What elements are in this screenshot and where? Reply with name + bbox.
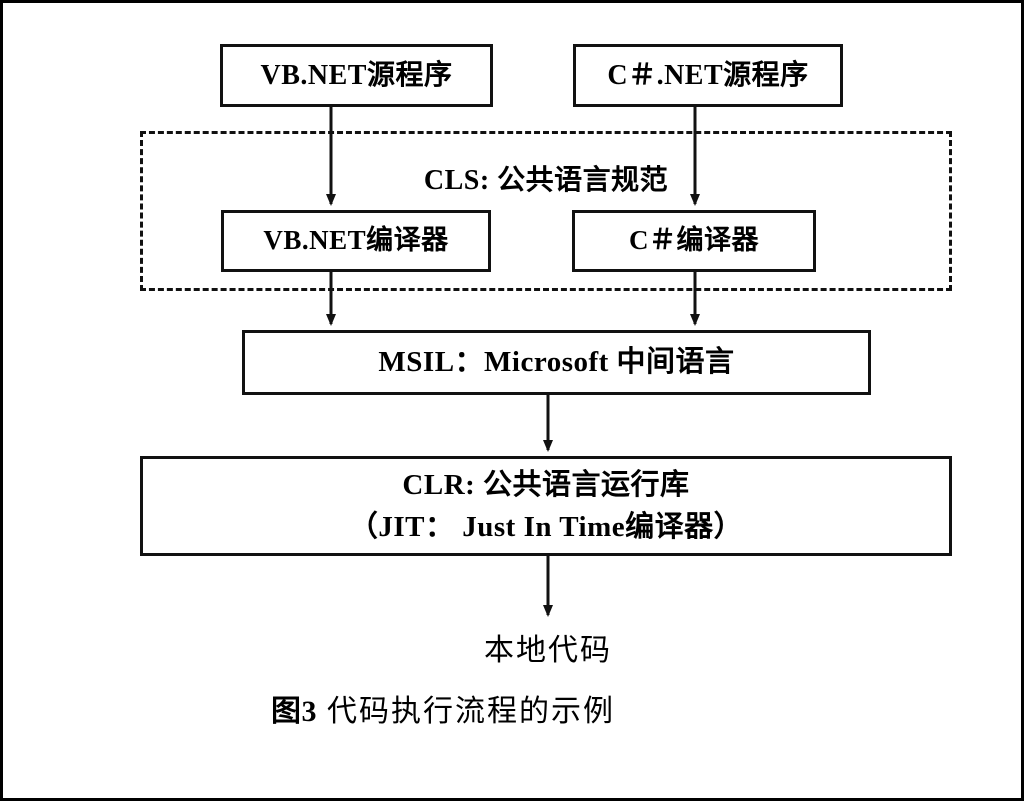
cls-dashed-region (140, 131, 952, 291)
node-vb-net-compiler[interactable]: VB.NET编译器 (221, 210, 491, 272)
node-native-code: 本地代码 (484, 634, 612, 667)
node-vb-net-source[interactable]: VB.NET源程序 (220, 44, 493, 107)
node-msil[interactable]: MSIL：Microsoft 中间语言 (242, 330, 871, 395)
figure-caption-text: 代码执行流程的示例 (327, 695, 615, 728)
figure-number: 图3 (271, 695, 317, 728)
node-label-line-2: （JIT： Just In Time编译器） (348, 511, 744, 543)
diagram-canvas: CLS: 公共语言规范 VB.NET源程序 C＃.NET源程序 VB.NET编译… (3, 3, 1021, 798)
node-label: C＃.NET源程序 (607, 60, 809, 91)
cls-region-label: CLS: 公共语言规范 (423, 165, 669, 196)
node-csharp-net-source[interactable]: C＃.NET源程序 (573, 44, 843, 107)
node-label: C＃编译器 (629, 225, 759, 256)
node-clr[interactable]: CLR: 公共语言运行库 （JIT： Just In Time编译器） (140, 456, 952, 556)
node-label-line-1: CLR: 公共语言运行库 (402, 468, 690, 501)
figure-caption: 图3 代码执行流程的示例 (133, 686, 753, 730)
node-label: VB.NET源程序 (260, 60, 453, 91)
node-label: VB.NET编译器 (263, 225, 449, 256)
node-label: MSIL：Microsoft 中间语言 (378, 346, 735, 379)
connector-layer (326, 107, 700, 617)
node-csharp-compiler[interactable]: C＃编译器 (572, 210, 816, 272)
